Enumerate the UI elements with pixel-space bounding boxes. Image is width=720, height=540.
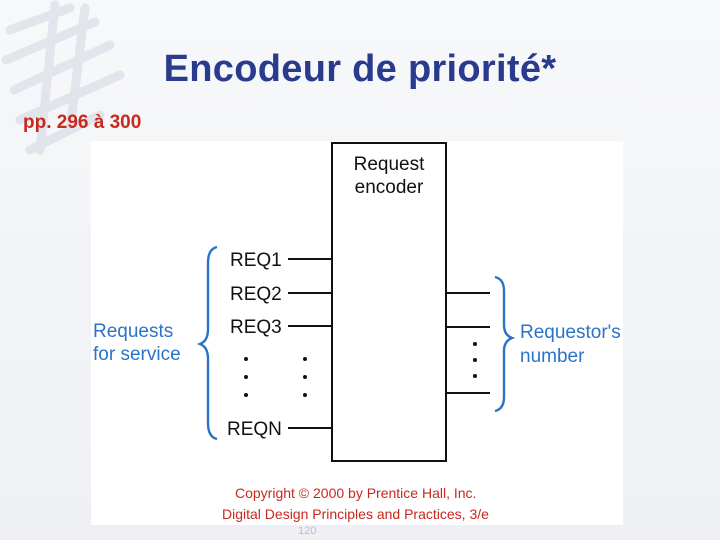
right-brace — [494, 275, 516, 413]
input-label: REQ3 — [230, 317, 282, 338]
right-group-label-line2: number — [520, 346, 585, 367]
input-label: REQ1 — [230, 250, 282, 271]
encoder-block — [331, 142, 447, 462]
copyright-line1: Copyright © 2000 by Prentice Hall, Inc. — [235, 485, 476, 501]
block-label-line1: Request — [354, 154, 425, 175]
left-group-label-line2: for service — [93, 344, 181, 365]
page-reference: pp. 296 à 300 — [23, 112, 142, 133]
slide-title: Encodeur de priorité* — [163, 48, 557, 90]
encoder-diagram: Request encoder REQ1 REQ2 REQ3 REQN Requ… — [93, 142, 621, 522]
decorative-pattern — [1, 0, 125, 155]
block-label-line2: encoder — [355, 177, 424, 198]
diagram-panel: Request encoder REQ1 REQ2 REQ3 REQN Requ… — [91, 141, 623, 525]
input-label: REQN — [227, 419, 282, 440]
page-number: 120 — [298, 525, 317, 537]
output-ellipsis — [473, 342, 477, 378]
input-label: REQ2 — [230, 284, 282, 305]
left-brace — [196, 245, 218, 441]
right-group-label-line1: Requestor's — [520, 322, 621, 343]
copyright-line2: Digital Design Principles and Practices,… — [222, 506, 489, 522]
input-ellipsis — [244, 357, 307, 397]
left-group-label-line1: Requests — [93, 321, 173, 342]
